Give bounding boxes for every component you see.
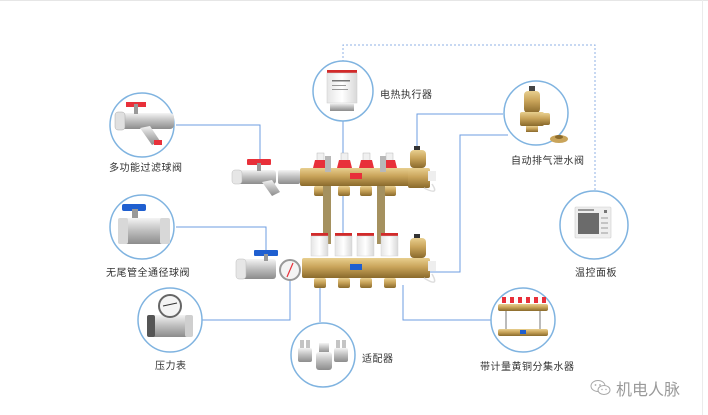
ball-valve-icon [118, 204, 170, 244]
label-air-vent: 自动排气泄水阀 [511, 156, 585, 167]
adapter-icon [298, 340, 348, 370]
right-border [702, 0, 703, 415]
top-border [0, 0, 708, 1]
connector-pressure-gauge [202, 280, 291, 321]
connector-air-vent-upper [416, 113, 503, 146]
connector-lines [176, 113, 508, 322]
supply-manifold-bar [231, 146, 436, 196]
label-thermostat: 温控面板 [575, 268, 617, 279]
label-manifold: 带计量黄铜分集水器 [480, 362, 575, 373]
actuator-icon [326, 70, 358, 111]
connector-air-vent-lower [430, 134, 508, 273]
connector-thermostat-dotted [342, 44, 596, 190]
label-adapter: 适配器 [362, 354, 394, 365]
watermark-text: 机电人脉 [616, 380, 681, 399]
label-actuator: 电热执行器 [380, 90, 433, 101]
watermark: 机电人脉 [590, 376, 680, 400]
connector-ball-valve [176, 226, 267, 262]
manifold-icon [498, 297, 548, 336]
filter-valve-icon [114, 102, 174, 145]
return-manifold-bar [235, 233, 436, 288]
label-pressure-gauge: 压力表 [155, 361, 187, 372]
connector-manifold [402, 285, 491, 321]
pressure-gauge-icon [147, 294, 193, 337]
label-filter-valve: 多功能过滤球阀 [109, 163, 183, 174]
air-vent-icon [520, 86, 568, 143]
label-ball-valve: 无尾管全通径球阀 [106, 268, 190, 279]
wechat-icon [590, 380, 611, 395]
thermostat-icon [574, 206, 612, 239]
connector-filter-valve [176, 124, 261, 162]
main-manifold-assembly [231, 146, 436, 288]
